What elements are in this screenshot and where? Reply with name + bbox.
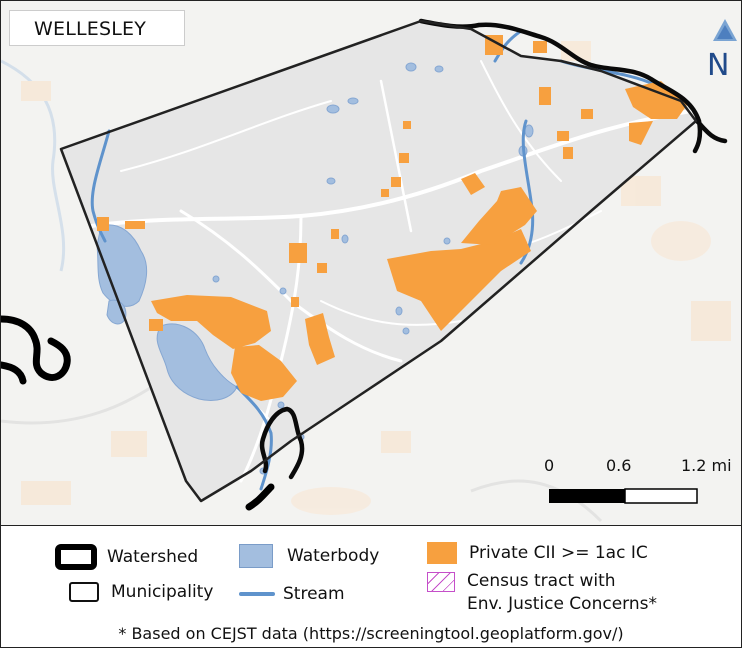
scale-bar: 0 0.6 1.2 mi — [541, 453, 741, 513]
legend-waterbody: Waterbody — [239, 544, 379, 568]
waterbodies — [96, 62, 534, 475]
legend-waterbody-label: Waterbody — [287, 546, 380, 566]
scale-label-0: 0 — [544, 456, 555, 475]
scale-label-end: 1.2 mi — [681, 456, 732, 475]
private-cii-swatch — [427, 542, 457, 564]
legend-municipality-label: Municipality — [111, 582, 214, 602]
legend-watershed: Watershed — [55, 544, 198, 570]
waterbody-swatch — [239, 544, 273, 568]
stream-swatch — [239, 592, 275, 596]
legend-private-cii: Private CII >= 1ac IC — [427, 542, 648, 564]
legend-watershed-label: Watershed — [107, 547, 199, 567]
north-arrow-letter: N — [707, 48, 729, 81]
municipality-swatch — [69, 582, 99, 602]
municipality-area — [61, 21, 696, 501]
legend-footnote: * Based on CEJST data (https://screening… — [118, 624, 624, 643]
census-tract-swatch — [427, 572, 455, 592]
north-arrow-icon: N — [707, 17, 741, 81]
scale-label-mid: 0.6 — [606, 456, 632, 475]
legend-municipality: Municipality — [69, 582, 213, 602]
map-title: WELLESLEY — [9, 10, 185, 46]
census-tract-line2: Env. Justice Concerns* — [467, 594, 657, 614]
map-canvas — [1, 18, 731, 523]
legend-census-tract-label: Census tract with Env. Justice Concerns* — [467, 570, 657, 616]
legend-private-cii-label: Private CII >= 1ac IC — [469, 543, 648, 563]
legend-stream-label: Stream — [283, 584, 345, 604]
private-cii-parcels — [97, 35, 687, 401]
municipality-outline — [59, 19, 698, 503]
legend-stream: Stream — [239, 584, 345, 604]
legend: Watershed Municipality Waterbody Stream … — [1, 525, 741, 647]
outside-features — [1, 20, 731, 523]
watershed-swatch — [55, 544, 97, 570]
map-area: WELLESLEY N 0 0.6 1.2 mi — [1, 1, 741, 525]
watershed-boundary — [1, 315, 275, 511]
legend-census-tract: Census tract with Env. Justice Concerns* — [427, 570, 657, 616]
watershed-outline — [259, 18, 728, 480]
scale-bar-icon — [549, 488, 698, 504]
census-tract-line1: Census tract with — [467, 571, 616, 591]
